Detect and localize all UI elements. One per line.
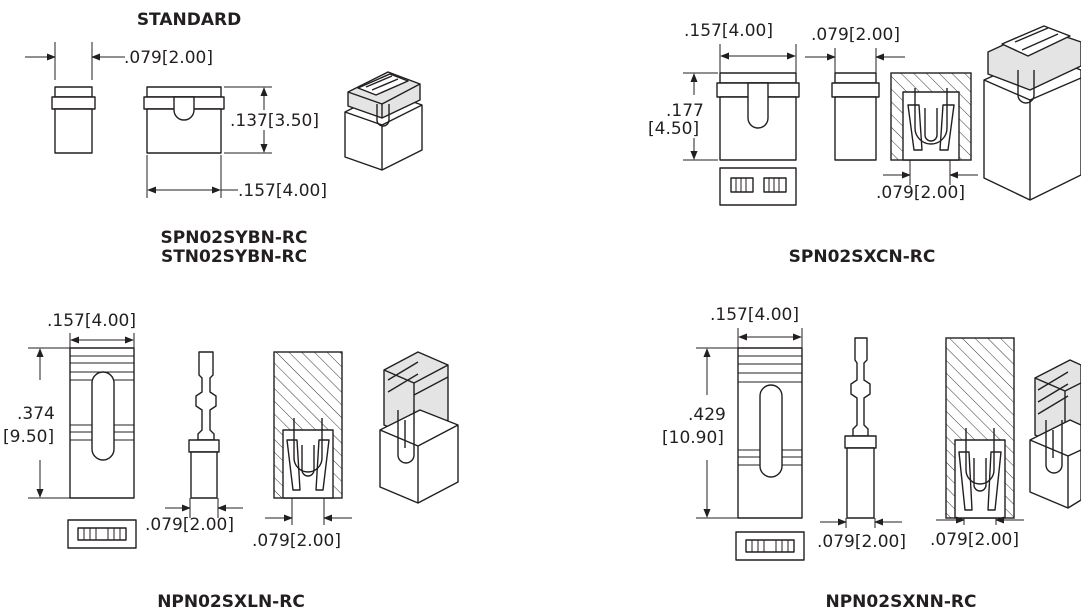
standard-height-dimension: .137[3.50] — [224, 86, 319, 154]
sxnn-height-in-label: .429 — [688, 405, 726, 425]
sxnn-bottom-view — [735, 531, 805, 561]
standard-width-label: .157[4.00] — [238, 181, 327, 201]
sxcn-iso-view — [983, 25, 1081, 201]
panel-npn02sxnn: .157[4.00] .429 [10.90] — [662, 305, 1081, 612]
sxnn-height-dimension: .429 [10.90] — [662, 347, 738, 519]
sxcn-pitch-top-dimension — [805, 48, 905, 73]
sxcn-height-mm-label: [4.50] — [648, 119, 699, 139]
part-number-npn02sxln: NPN02SXLN-RC — [157, 592, 305, 612]
standard-width-dimension: .157[4.00] — [146, 155, 327, 201]
sxnn-pitch-right-dimension: .079[2.00] — [930, 516, 1024, 550]
panel-standard: STANDARD .079[2.00] .137 — [25, 10, 423, 267]
sxln-height-in-label: .374 — [17, 404, 55, 424]
sxcn-pitch-top-label: .079[2.00] — [811, 25, 900, 45]
sxcn-front-view — [716, 72, 800, 161]
sxnn-width-dimension — [737, 328, 803, 348]
panel-spn02sxcn: .157[4.00] .079[2.00] .177 [4.50] — [648, 21, 1081, 267]
standard-pitch-dimension: .079[2.00] — [25, 42, 213, 80]
sxln-width-dimension — [69, 333, 135, 348]
sxnn-height-mm-label: [10.90] — [662, 428, 724, 448]
sxnn-side-view — [844, 337, 877, 519]
sxln-height-mm-label: [9.50] — [3, 427, 54, 447]
sxln-width-label: .157[4.00] — [47, 311, 136, 331]
sxln-section-view — [273, 351, 343, 499]
sxln-pitch-right-label: .079[2.00] — [252, 531, 341, 551]
sxnn-pitch-left-dimension: .079[2.00] — [817, 518, 906, 552]
sxnn-iso-view — [1029, 359, 1081, 509]
sxcn-height-dimension: .177 [4.50] — [648, 72, 718, 161]
sxln-iso-view — [379, 351, 459, 504]
sxcn-side-view — [831, 72, 880, 161]
sxnn-front-view — [737, 347, 803, 519]
sxnn-pitch-right-label: .079[2.00] — [930, 530, 1019, 550]
sxcn-pitch-bottom-dimension: .079[2.00] — [876, 160, 978, 203]
sxcn-pitch-bottom-label: .079[2.00] — [876, 183, 965, 203]
standard-height-label: .137[3.50] — [230, 111, 319, 131]
sxln-pitch-right-dimension: .079[2.00] — [252, 498, 352, 551]
sxcn-width-dimension — [719, 44, 797, 73]
sxln-bottom-view — [67, 519, 137, 549]
sxnn-section-view — [945, 337, 1015, 519]
standard-front-view — [143, 86, 225, 154]
panel-npn02sxln: .157[4.00] .374 [9.50] — [3, 311, 459, 612]
panel-heading-standard: STANDARD — [137, 10, 241, 30]
standard-pitch-label: .079[2.00] — [124, 48, 213, 68]
sxcn-bottom-view — [719, 167, 797, 206]
part-number-stn02sybn: STN02SYBN-RC — [161, 247, 307, 267]
sxcn-width-label: .157[4.00] — [684, 21, 773, 41]
standard-iso-view — [344, 71, 423, 171]
sxln-front-view — [69, 347, 135, 499]
sxcn-section-view — [890, 72, 972, 161]
sxln-pitch-left-dimension: .079[2.00] — [145, 498, 243, 535]
part-number-npn02sxnn: NPN02SXNN-RC — [826, 592, 977, 612]
sxln-pitch-left-label: .079[2.00] — [145, 515, 234, 535]
sxcn-height-in-label: .177 — [666, 101, 704, 121]
sxnn-pitch-left-label: .079[2.00] — [817, 532, 906, 552]
part-number-spn02sybn: SPN02SYBN-RC — [161, 228, 308, 248]
standard-side-view — [51, 86, 96, 154]
sxln-height-dimension: .374 [9.50] — [3, 347, 70, 499]
sxln-side-view — [188, 351, 220, 499]
part-number-spn02sxcn: SPN02SXCN-RC — [789, 247, 936, 267]
sxnn-width-label: .157[4.00] — [710, 305, 799, 325]
